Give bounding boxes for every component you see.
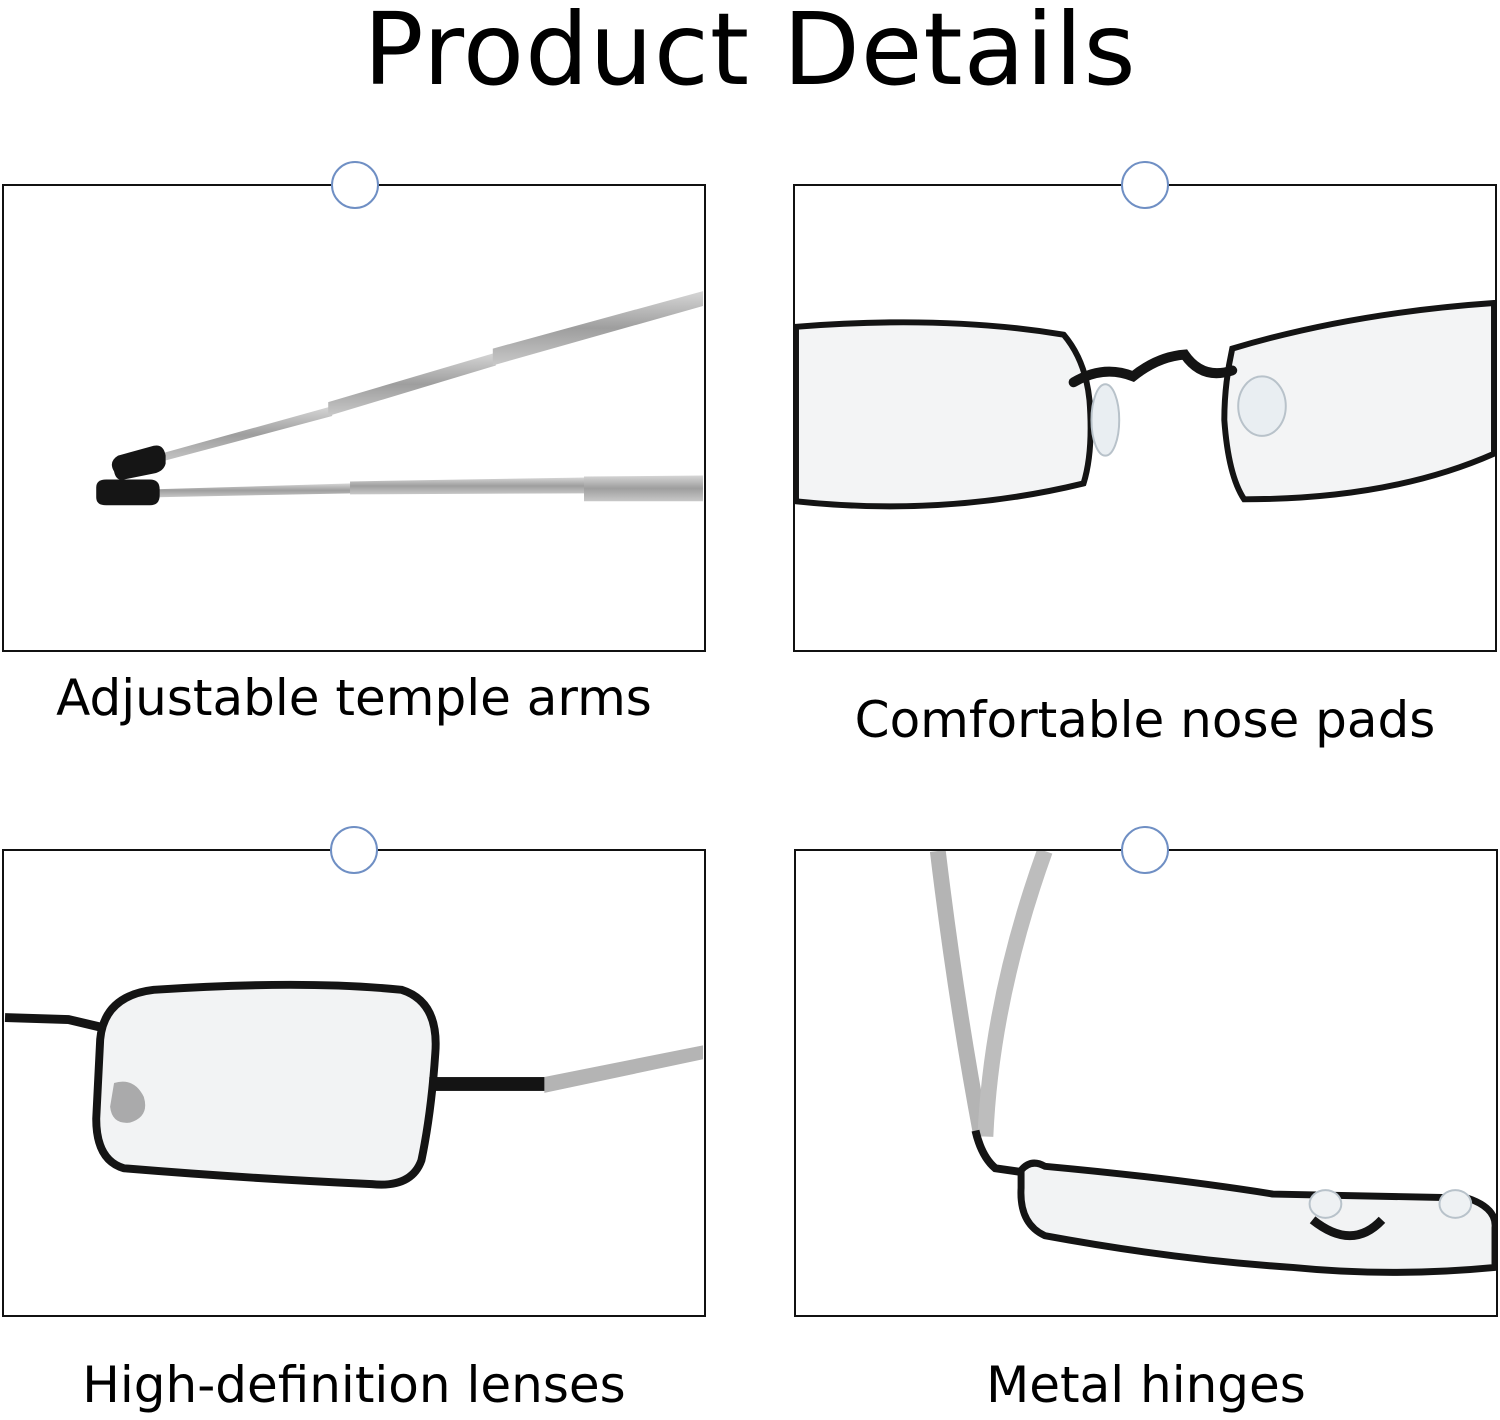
lower-arm-tip (96, 479, 160, 506)
page-title: Product Details (363, 0, 1137, 108)
folded-arm-right (977, 851, 1053, 1137)
folded-arm-left (929, 851, 990, 1139)
frame-edge (4, 1013, 104, 1032)
lens-photo (4, 980, 703, 1189)
temple-arms-image (2, 184, 706, 652)
left-nose-pad (1090, 383, 1121, 457)
temple-arm (544, 1045, 703, 1093)
caption-nose-pads: Comfortable nose pads (854, 691, 1436, 749)
lens-image (2, 849, 706, 1317)
marker-circle-icon (330, 826, 378, 874)
lower-arm-thick (584, 475, 703, 502)
right-nose-pad (1237, 375, 1287, 437)
left-lens (795, 319, 1094, 510)
caption-temple-arms: Adjustable temple arms (56, 669, 652, 727)
lower-arm-mid (350, 477, 586, 495)
marker-circle-icon (1121, 161, 1169, 209)
upper-arm-thick (492, 291, 703, 366)
bridge (1068, 349, 1238, 388)
hinges-photo (929, 851, 1496, 1276)
hinges-image (794, 849, 1498, 1317)
hinge (971, 1129, 1024, 1177)
nose-pad-right (1438, 1189, 1473, 1219)
temple-arms-photo (96, 291, 703, 506)
nose-pad-left (1308, 1189, 1343, 1219)
lower-arm-thin (151, 483, 353, 498)
right-lens (1221, 299, 1495, 503)
caption-lenses: High-definition lenses (82, 1356, 626, 1414)
lens (92, 980, 440, 1189)
upper-arm-thin (153, 406, 333, 464)
bridge (1309, 1216, 1386, 1241)
lens-frame (1017, 1159, 1496, 1276)
hinge (429, 1077, 549, 1091)
upper-arm-mid (328, 352, 496, 417)
nose-pad (110, 1081, 146, 1123)
nose-pads-photo (795, 299, 1495, 510)
nose-pads-image (793, 184, 1497, 652)
marker-circle-icon (1121, 826, 1169, 874)
caption-hinges: Metal hinges (986, 1356, 1306, 1414)
marker-circle-icon (331, 161, 379, 209)
upper-arm-tip (111, 445, 166, 480)
